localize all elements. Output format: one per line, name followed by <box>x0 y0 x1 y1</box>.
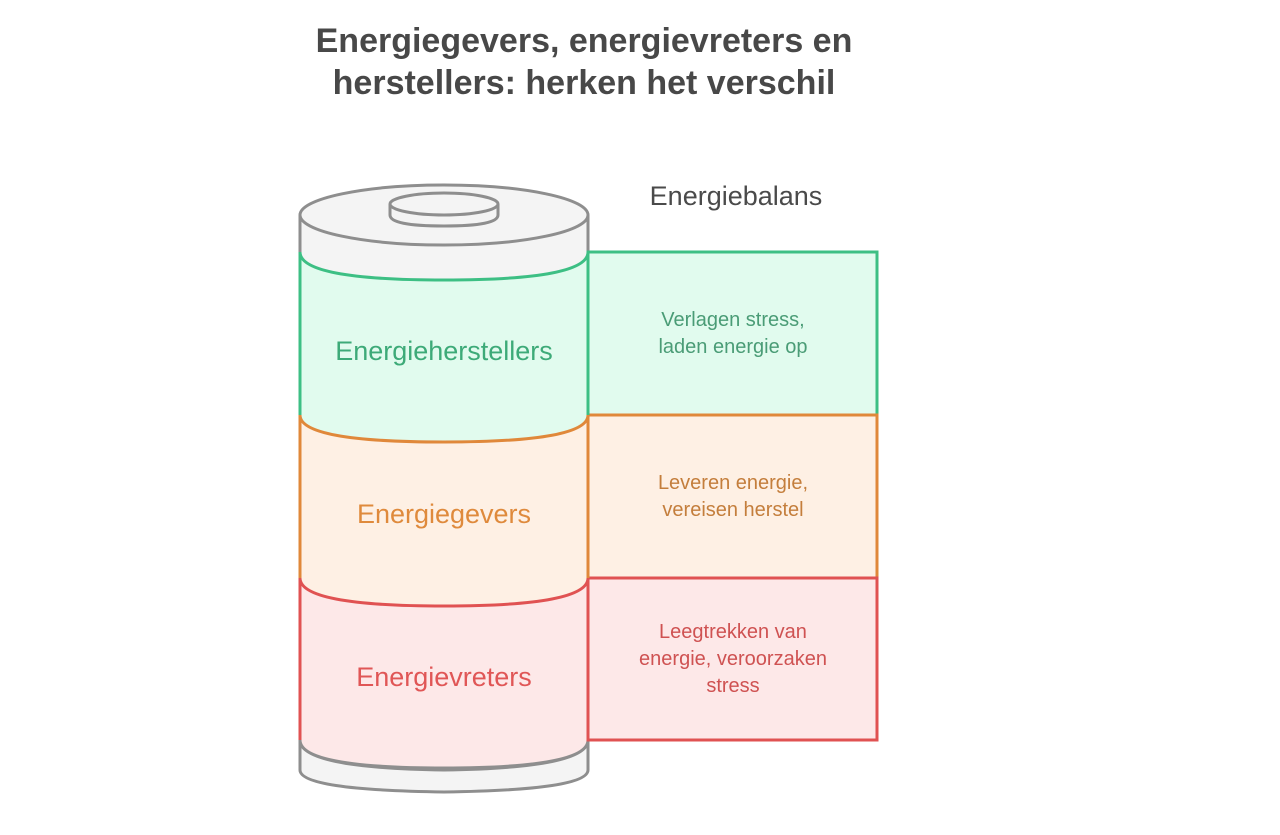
energy-balance-heading: Energiebalans <box>649 181 823 211</box>
layer-description-energieherstellers: Verlagen stress, laden energie op <box>658 309 808 358</box>
battery-segment-energieherstellers <box>300 252 588 442</box>
layer-label-energievreters: Energievreters <box>356 662 532 692</box>
layer-label-energiegevers: Energiegevers <box>356 499 532 529</box>
battery-segment-energievreters <box>300 578 588 768</box>
layer-description-energievreters: Leegtrekken van energie, veroorzaken str… <box>639 621 827 697</box>
layer-label-energieherstellers: Energieherstellers <box>335 336 553 366</box>
battery-segment-energiegevers <box>300 415 588 606</box>
title-line-2: herstellers: herken het verschil <box>332 64 836 102</box>
title-line-1: Energiegevers, energievreters en <box>315 22 853 60</box>
diagram-title: Energiegevers, energievreters en herstel… <box>0 20 1168 104</box>
layer-description-energiegevers: Leveren energie, vereisen herstel <box>657 472 809 521</box>
